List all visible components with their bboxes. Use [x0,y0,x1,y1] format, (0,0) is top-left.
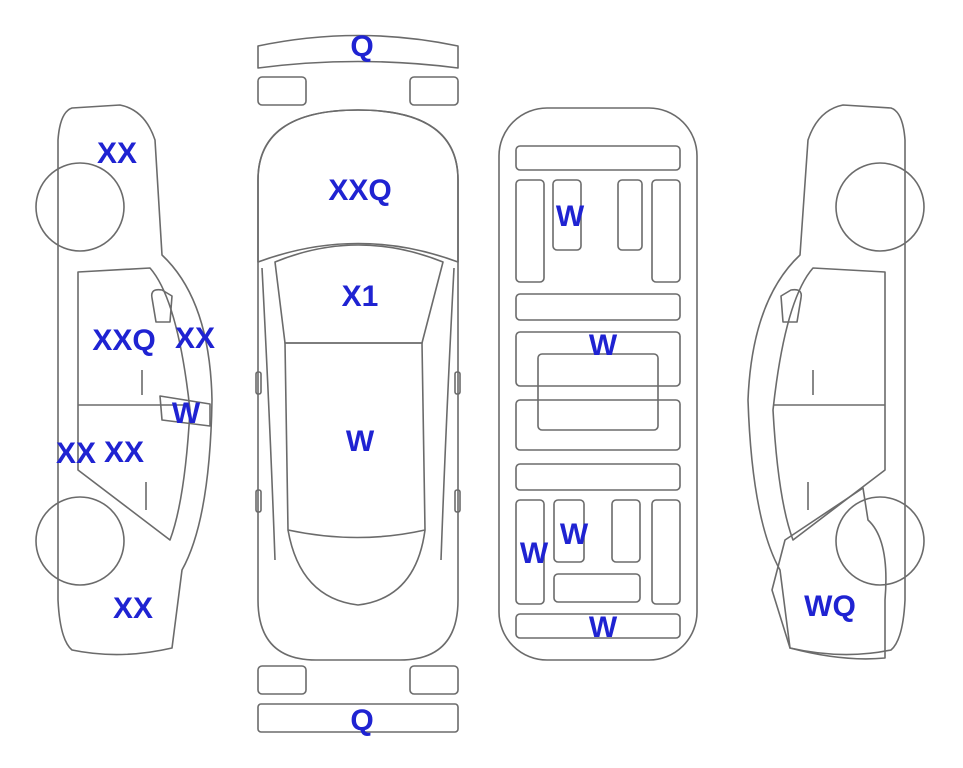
left-front-door-label: XXQ [92,324,155,357]
floor-rear-small-label: W [560,518,589,551]
rear-right-light [409,665,459,695]
floor-rear-panel [515,613,681,639]
left-rear-wheel [35,496,125,586]
underbody-outline [498,107,698,661]
windshield-label: X1 [342,280,379,313]
floor-rear-rail-panel [515,499,545,605]
left-b-pillar-panel [159,395,211,427]
left-b-pillar-label: W [172,397,201,430]
left-mirror [150,288,173,323]
floor-cross-member-label: W [589,329,618,362]
front-bumper-panel [257,34,459,69]
right-rear-quarter-panel [771,487,887,660]
left-rear-door-front-label: XX [56,437,96,470]
right-side-view [747,104,925,660]
right-rear-quarter-label: WQ [804,590,856,623]
rear-left-light [257,665,307,695]
top-view [255,34,461,733]
rear-bumper-label: Q [350,704,373,737]
underbody-view [498,107,698,661]
right-rear-wheel [835,496,925,586]
right-front-wheel [835,162,925,252]
left-front-fender-label: XX [97,137,137,170]
right-side-body [747,104,906,656]
floor-front-rail-panel [552,179,582,251]
left-side-window [77,267,191,541]
right-mirror [780,288,803,323]
rear-bumper-panel [257,703,459,733]
left-rear-door-rear-label: XX [104,436,144,469]
damage-labels: Q XXQ X1 W Q XX XXQ XX W XX XX XX W W W … [56,30,856,737]
left-side-body [57,104,213,656]
floor-rear-rail-label: W [520,537,549,570]
windshield-panel [274,244,444,344]
roof-label: W [346,425,375,458]
left-side-view [35,104,213,656]
hood-panel [257,109,459,263]
floor-cross-member-panel [515,331,681,387]
front-left-light [257,76,307,106]
front-right-light [409,76,459,106]
floor-rear-panel-label: W [589,611,618,644]
left-rear-quarter-label: XX [113,592,153,625]
floor-front-rail-label: W [556,200,585,233]
left-front-wheel [35,162,125,252]
front-bumper-label: Q [350,30,373,63]
left-a-pillar-label: XX [175,322,215,355]
floor-rear-small-panel [553,499,585,563]
hood-label: XXQ [328,174,391,207]
